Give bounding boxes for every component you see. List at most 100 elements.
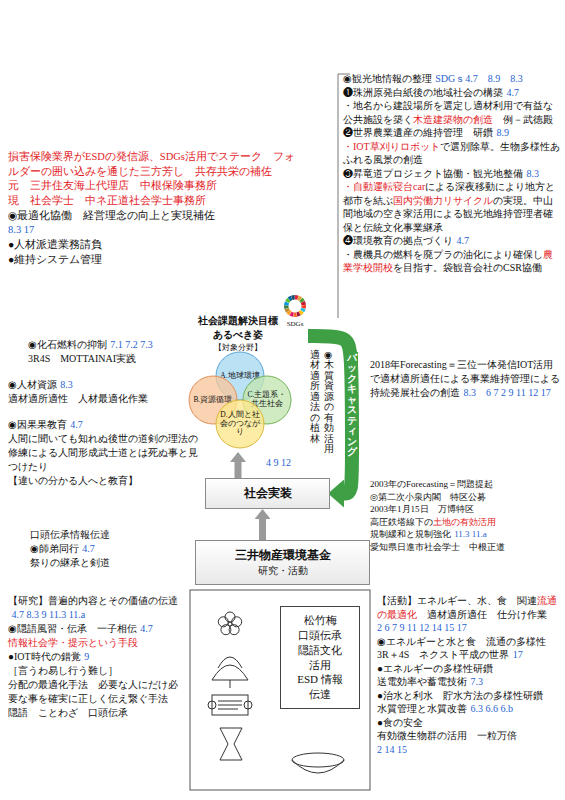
note-text: 【違いの分かる人へと教育】	[8, 475, 138, 486]
note-line: 隠語 ことわざ 口頭伝承	[8, 706, 186, 720]
sdg-target-number: 4.7 8.3 9 11.3 11.a	[12, 609, 86, 620]
note-line: 愛知県日進市社会学士 中根正道	[370, 541, 560, 554]
note-line: 規制緩和と規制強化11.3 11.a	[370, 528, 560, 541]
note-text: 水質管理と水質改善	[377, 703, 467, 714]
keyword-text: 伝達	[285, 687, 355, 702]
sdg-target-number: 9	[84, 651, 89, 662]
illustration-frame	[190, 590, 370, 790]
note-line: ・IOT草刈りロボットで選別除草。生物多様性あふれる風景の創造	[343, 140, 561, 167]
note-line: ◉化石燃料の抑制7.1 7.2 7.3	[28, 338, 206, 352]
keyword-text: ESD 情報	[285, 672, 355, 687]
note-line: 送電効率や蓄電技術7.3	[377, 675, 560, 689]
note-line: ❷世界農業遺産の維持管理 研鑽 8.9	[343, 126, 561, 140]
keyword-text: 口頭伝承	[285, 628, 355, 643]
note-block: 【研究】普遍的内容とその価値の伝達4.7 8.3 9 11.3 11.a◉隠語風…	[8, 594, 186, 720]
note-text: 有効微生物群の活用 一粒万倍	[377, 730, 517, 741]
note-text: 2003年のForecasting＝問題提起	[370, 479, 493, 489]
note-line: 祭りの継承と剣道	[30, 556, 195, 570]
note-text: ［言うわ易し行う難し］	[8, 665, 118, 676]
note-line: 3R4S MOTTAINAI実践	[28, 352, 206, 366]
note-block: ◉化石燃料の抑制7.1 7.2 7.33R4S MOTTAINAI実践	[28, 338, 206, 366]
note-line: 高圧鉄塔線下の土地の有効活用	[370, 516, 560, 529]
note-line: 適材適所適性 人材最適化作業	[8, 392, 204, 406]
note-text: ・自動運転寝台car	[343, 181, 425, 192]
note-text: ❸昇竜道プロジェクト協働・観光地整備	[343, 168, 523, 179]
note-text: SDGs	[287, 320, 304, 328]
sdg-target-number: 17	[513, 649, 523, 660]
process-box: 三井物産環境基金研究・活動	[195, 540, 370, 585]
note-text: ◉師弟同行	[30, 543, 79, 554]
note-line: 2 14 15	[377, 743, 560, 757]
note-block: ◉人材資源8.3 適材適所適性 人材最適化作業	[8, 378, 204, 406]
sdg-target-number: 11.3 11.a	[454, 529, 487, 539]
note-line: ・自動運転寝台carによる深夜移動により地方と都市を結ぶ国内労働力リサイクルの実…	[343, 180, 561, 234]
venn-circle: D.人間と社会のつながり	[215, 399, 265, 449]
note-line: ◉因果果教育4.7	[8, 418, 198, 432]
note-text: 木造建築物の創造	[413, 114, 493, 125]
note-text: を目指す。袋観音会社のCSR協働	[393, 262, 542, 273]
box-title: 社会実装	[210, 485, 325, 502]
sdg-target-number: 4.7	[82, 543, 95, 554]
note-line: 分配の最適化手法 必要な人にだけ必要な事を確実に正しく伝え繋ぐ手法	[8, 678, 186, 706]
note-text: ・農機具の燃料を廃プラの油化により確保し	[343, 249, 543, 260]
note-line: ●食の安全	[377, 716, 560, 730]
note-line: ◉エネルギーと水と食 流通の多様性	[377, 635, 560, 649]
note-text: 分配の最適化手法 必要な人にだけ必要な事を確実に正しく伝え繋ぐ手法	[8, 679, 178, 704]
note-line: ●IOT時代の錯覚9	[8, 650, 186, 664]
note-text: ◉最適化協働 経営理念の向上と実現補佐	[8, 210, 215, 221]
note-text: 適材適所適法の植林	[310, 350, 320, 444]
note-text: ◉化石燃料の抑制	[28, 339, 107, 350]
note-line: SDGs	[282, 320, 308, 328]
group-heading: 社会課題解決目標 あるべき姿	[193, 314, 283, 342]
sdg-target-number: 4.7	[457, 235, 470, 246]
note-text: ◉エネルギーと水と食 流通の多様性	[377, 636, 546, 647]
note-text: 情報社会学・提示という手段	[8, 637, 138, 648]
vessel-icon	[220, 728, 242, 760]
sdg-target-number: 4 9 12	[266, 457, 291, 468]
note-line: ❶珠洲原発白紙後の地域社会の構築4.7	[343, 86, 561, 100]
keyword-text: 活用	[285, 658, 355, 673]
note-text: ◉人材資源	[8, 379, 57, 390]
note-text: ◉因果果教育	[8, 419, 67, 430]
box-subtitle: 研究・活動	[200, 564, 365, 578]
note-text: ❹環境教育の拠点づくり	[343, 235, 453, 246]
note-line: ●維持システム管理	[8, 253, 304, 268]
note-line: 【違いの分かる人へと教育】	[8, 474, 198, 488]
sdg-target-number: 7.3	[471, 676, 484, 687]
box-title: 三井物産環境基金	[200, 547, 365, 564]
note-text: 適材適所適性 人材最適化作業	[8, 393, 148, 404]
note-line: ●エネルギーの多様性研鑽	[377, 662, 560, 676]
note-text: 現 社会学士 中ネ正道社会学士事務所	[8, 195, 206, 206]
note-text: ●IOT時代の錯覚	[8, 651, 81, 662]
note-text: 例－武徳殿	[493, 114, 553, 125]
bowl-icon	[292, 753, 344, 773]
sdg-target-number: 8.3	[60, 379, 73, 390]
note-line: 有効微生物群の活用 一粒万倍	[377, 729, 560, 743]
note-line: ❸昇竜道プロジェクト協働・観光地整備8.3	[343, 167, 561, 181]
note-line: 3R＋4S ネクスト平成の世界17	[377, 648, 560, 662]
note-text: 【活動】エネルギー、水、食 関連	[377, 595, 537, 606]
circle-label: A.地球環境	[220, 372, 259, 381]
note-text: ◉観光地情報の整理	[343, 73, 432, 84]
flow-arrow	[235, 462, 242, 478]
note-text: 元 三井住友海上代理店 中根保険事務所	[8, 180, 217, 191]
process-box: 社会実装	[205, 478, 330, 509]
note-text: ◎第二次小泉内閣 特区公募	[370, 492, 486, 502]
note-text: 隠語 ことわざ 口頭伝承	[8, 707, 128, 718]
note-text: 規制緩和と規制強化	[370, 529, 451, 539]
note-line: 情報社会学・提示という手段	[8, 636, 186, 650]
sdg-target-number: 2 6 7 9 11 12 14 15 17	[377, 622, 467, 633]
sdg-target-number: 8.9	[497, 127, 510, 138]
sdg-target-number: 4.7	[507, 87, 520, 98]
keyword-text: 隠語文化	[285, 643, 355, 658]
sdgs-ring-segment	[293, 312, 297, 317]
note-block: 損害保険業界がESDの発信源、SDGs活用でステーク フォルダーの囲い込みを通じ…	[8, 150, 304, 268]
note-line: 水質管理と水質改善6.3 6.6 6.b	[377, 702, 560, 716]
note-text: 愛知県日進市社会学士 中根正道	[370, 542, 505, 552]
note-text: ❷世界農業遺産の維持管理 研鑽	[343, 127, 493, 138]
note-line: 【研究】普遍的内容とその価値の伝達4.7 8.3 9 11.3 11.a	[8, 594, 186, 622]
note-text: 国内労働力リサイクル	[393, 195, 493, 206]
note-line: 人間に聞いても知れぬ後世の道剣の理法の修練による人間形成武士道とは死ぬ事と見つけ…	[8, 432, 198, 474]
note-line: ◉師弟同行4.7	[30, 542, 195, 556]
